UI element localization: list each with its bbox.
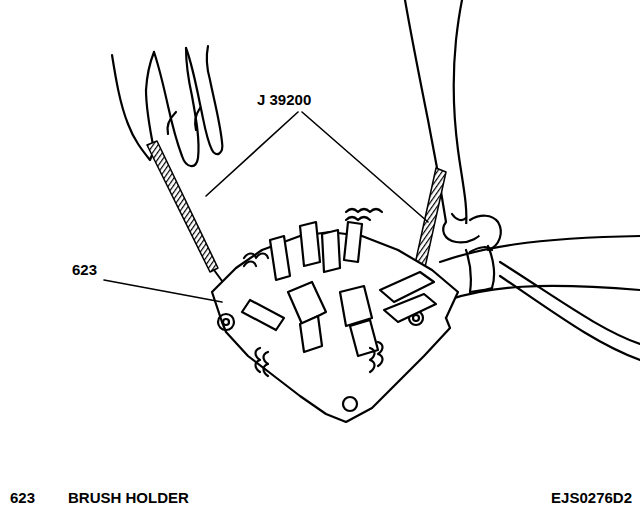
left-probe-tool [147, 141, 236, 300]
callout-number: 623 [72, 262, 97, 277]
leader-line [302, 112, 428, 222]
wire-harness [440, 236, 640, 360]
legend-number: 623 [10, 490, 35, 505]
brush-holder [212, 209, 458, 422]
left-hand [112, 46, 222, 166]
figure-code: EJS0276D2 [551, 490, 632, 505]
right-hand [405, 0, 501, 250]
part-name: BRUSH HOLDER [68, 490, 189, 505]
leader-line [104, 280, 222, 302]
tool-number: J 39200 [257, 92, 311, 107]
leader-lines [104, 112, 428, 302]
leader-line [206, 112, 298, 196]
